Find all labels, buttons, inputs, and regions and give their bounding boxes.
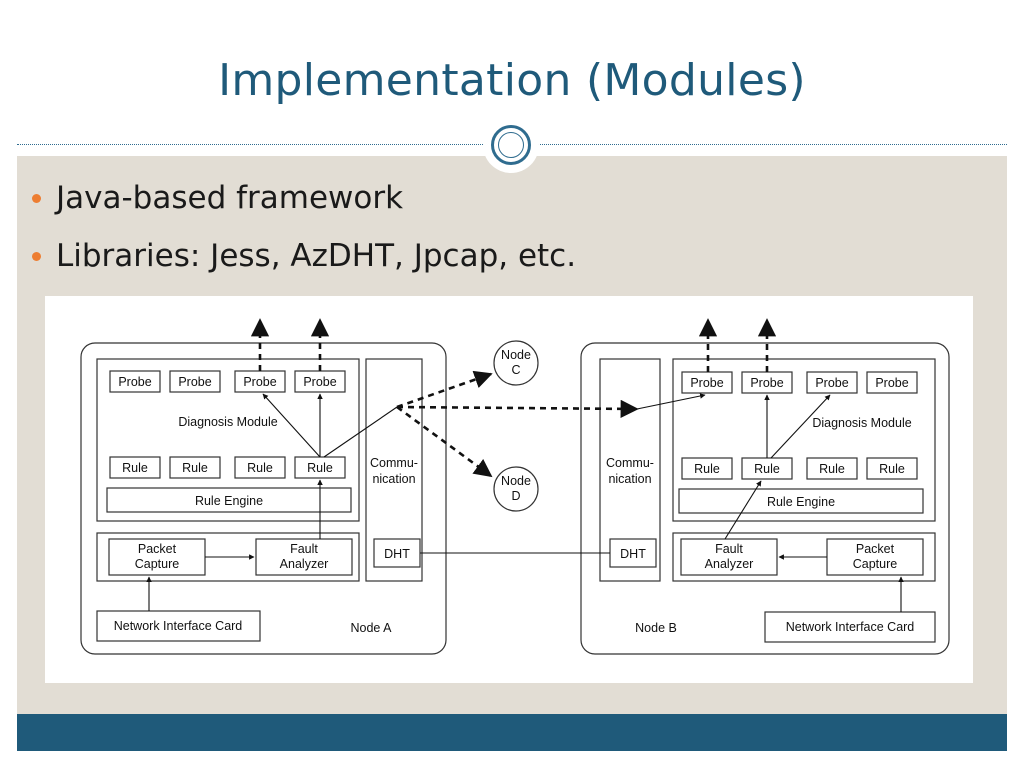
node-a-probe-label: Probe [178, 375, 211, 389]
node-c-label: Node [501, 348, 531, 362]
node-a-probe-box [109, 370, 161, 393]
node-b-fault-analyzer-box [680, 538, 778, 576]
node-a-rule-box [234, 456, 286, 479]
dashed-arrow-to-node-c [396, 370, 493, 409]
node-a-fault-analyzer-label: Analyzer [280, 557, 329, 571]
node-a-fault-analyzer-box [255, 538, 353, 576]
node-a-rule-engine-label: Rule Engine [195, 494, 263, 508]
node-d-label: D [511, 489, 520, 503]
node-a-capture-box [96, 532, 360, 582]
node-c-circle [493, 340, 539, 386]
node-b-probe-box [806, 371, 858, 394]
node-a-communication-label: nication [372, 472, 415, 486]
node-c-label: C [511, 363, 520, 377]
node-a-rule-engine-box [106, 487, 352, 513]
node-a-nic-label: Network Interface Card [114, 619, 243, 633]
node-a-probe-label: Probe [118, 375, 151, 389]
node-a-rule-box [169, 456, 221, 479]
node-d-label: Node [501, 474, 531, 488]
footer-bar [17, 714, 1007, 751]
dashed-arrow-to-node-b [396, 399, 639, 418]
node-a-probe-label: Probe [243, 375, 276, 389]
node-b-probe-label: Probe [750, 376, 783, 390]
node-b-packet-capture-label: Packet [856, 542, 895, 556]
node-b-probe-label: Probe [815, 376, 848, 390]
node-b-packet-capture-label: Capture [853, 557, 898, 571]
node-a-diagnosis-module-label: Diagnosis Module [178, 415, 277, 429]
node-b-rule-box [806, 457, 858, 480]
node-b-probe-label: Probe [875, 376, 908, 390]
node-b-fault-analyzer-label: Analyzer [705, 557, 754, 571]
node-a-fault-analyzer-label: Fault [290, 542, 318, 556]
node-b-rule-box [866, 457, 918, 480]
node-a-rule-label: Rule [307, 461, 333, 475]
node-b-diagnosis-module-label: Diagnosis Module [812, 416, 911, 430]
node-b-rule-engine-box [678, 488, 924, 514]
node-a-rule-label: Rule [247, 461, 273, 475]
node-a-rule-to-probe-arrow [262, 393, 321, 458]
divider-ring-icon [491, 125, 531, 165]
bullet-dot-icon [32, 252, 41, 261]
node-b-nic-box [764, 611, 936, 643]
bullet-dot-icon [32, 194, 41, 203]
node-a-packet-capture-label: Packet [138, 542, 177, 556]
node-b-capture-box [672, 532, 936, 582]
node-b-communication-label: Commu- [606, 456, 654, 470]
node-a-rule-box [109, 456, 161, 479]
node-b-diagnosis-box [672, 358, 936, 522]
dashed-arrow-to-node-d [396, 405, 493, 478]
node-a-rule-label: Rule [182, 461, 208, 475]
architecture-figure: Probe Probe Probe Probe Diagnosis Module… [45, 296, 973, 683]
bullet-text: Libraries: Jess, AzDHT, Jpcap, etc. [56, 238, 577, 274]
node-a-rule-to-communication-line [323, 406, 398, 458]
node-b-probe-label: Probe [690, 376, 723, 390]
node-a-packet-capture-label: Capture [135, 557, 180, 571]
node-b-frame [580, 342, 950, 655]
node-b-rule-label: Rule [819, 462, 845, 476]
bullet-text: Java-based framework [56, 180, 404, 216]
node-b-rule-box [681, 457, 733, 480]
node-b-communication-label: nication [608, 472, 651, 486]
node-a-probe-box [169, 370, 221, 393]
architecture-diagram: Probe Probe Probe Probe Diagnosis Module… [80, 318, 950, 655]
node-b-analyzer-to-rule-arrow [724, 480, 762, 540]
node-a-frame [80, 342, 447, 655]
node-b-rule-label: Rule [694, 462, 720, 476]
node-a-label: Node A [350, 621, 392, 635]
node-a-rule-label: Rule [122, 461, 148, 475]
node-b-communication-to-probe-arrow [636, 393, 706, 410]
node-b-label: Node B [635, 621, 677, 635]
slide-title: Implementation (Modules) [218, 55, 806, 106]
node-b-rule-engine-label: Rule Engine [767, 495, 835, 509]
node-b-rule-label: Rule [879, 462, 905, 476]
node-b-communication-box [599, 358, 661, 582]
node-a-dht-label: DHT [384, 547, 410, 561]
node-a-diagnosis-box [96, 358, 360, 522]
node-b-rule-label: Rule [754, 462, 780, 476]
node-d-circle [493, 466, 539, 512]
node-a-nic-box [96, 610, 261, 642]
node-a-probe-label: Probe [303, 375, 336, 389]
divider-ring-inner [498, 132, 524, 158]
bullet-list: Java-based framework Libraries: Jess, Az… [30, 178, 576, 294]
node-b-nic-label: Network Interface Card [786, 620, 915, 634]
bullet-item: Libraries: Jess, AzDHT, Jpcap, etc. [30, 236, 576, 276]
node-a-communication-box [365, 358, 423, 582]
bullet-item: Java-based framework [30, 178, 576, 218]
node-b-dht-label: DHT [620, 547, 646, 561]
node-a-communication-label: Commu- [370, 456, 418, 470]
node-b-fault-analyzer-label: Fault [715, 542, 743, 556]
node-b-rule-to-probe-arrow [770, 394, 831, 459]
node-b-probe-box [866, 371, 918, 394]
